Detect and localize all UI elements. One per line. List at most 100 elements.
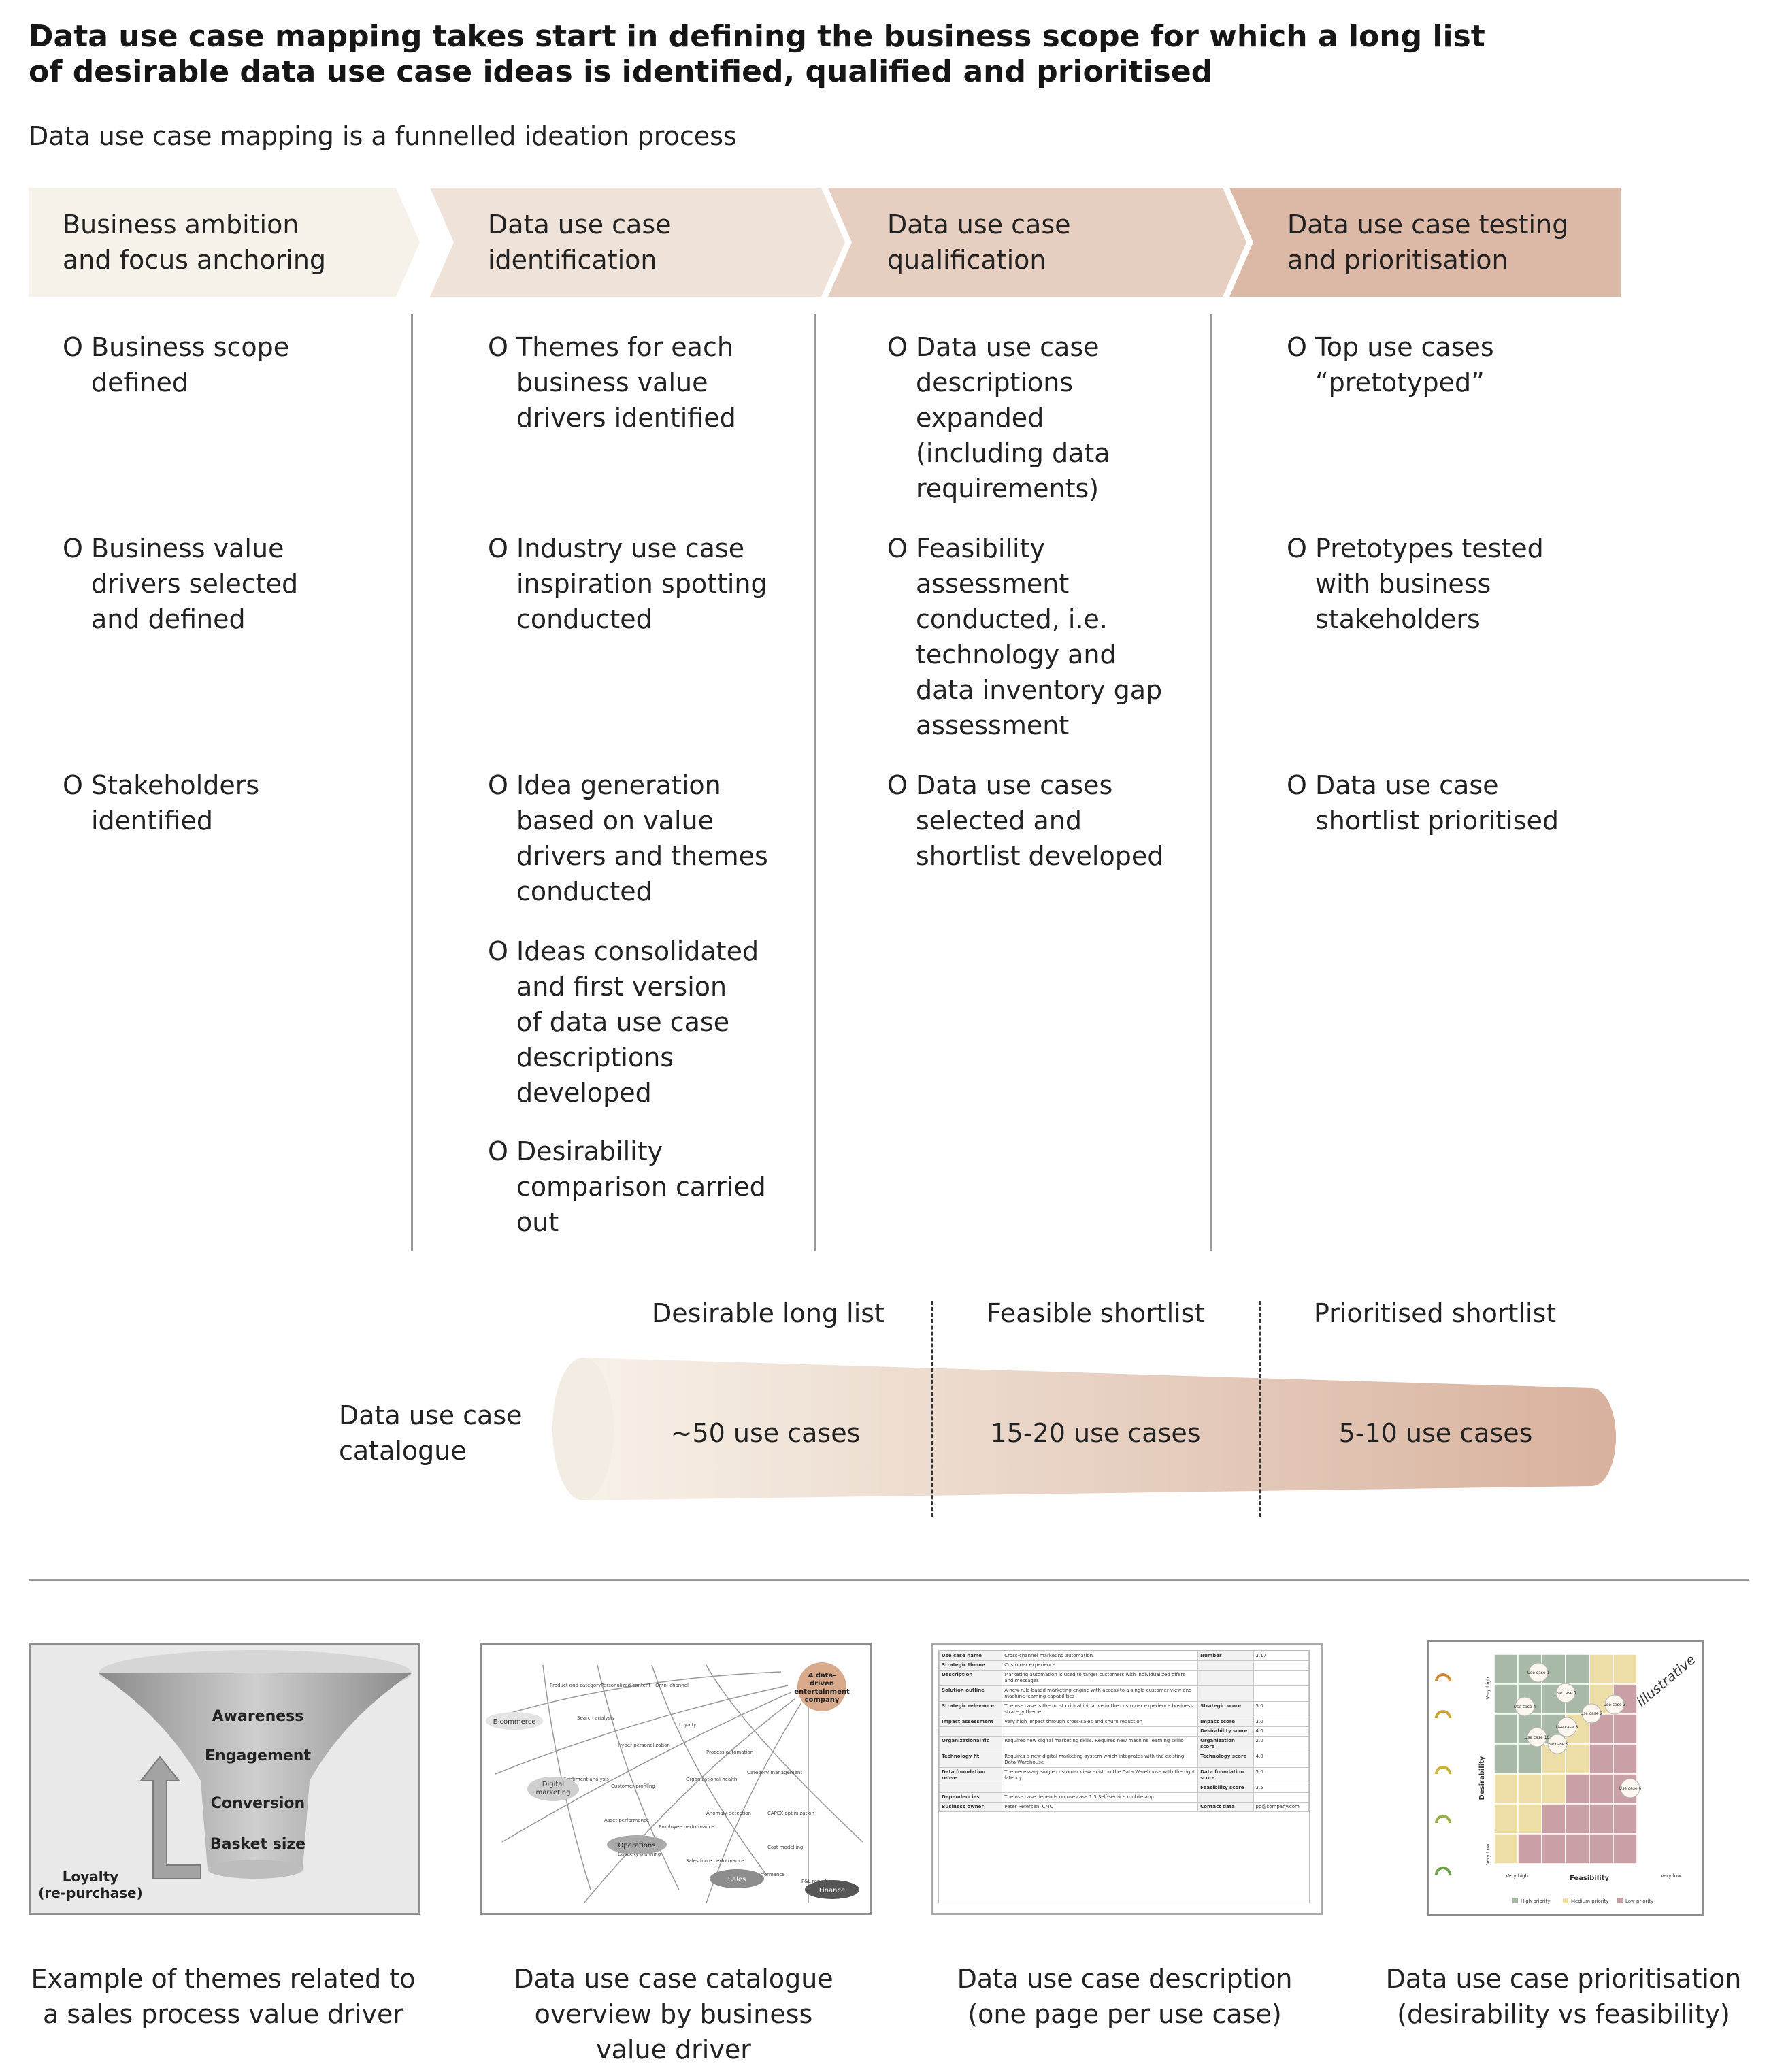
legend-high: High priority [1521,1898,1551,1904]
matrix-cell [1589,1833,1614,1864]
description-cell: Requires a new digital marketing system … [1002,1752,1199,1768]
bullet-text: Pretotypes tested with business stakehol… [1315,533,1544,634]
use-case-bubble-label: Use case 8 [1556,1725,1578,1730]
y-low-label: Very Low [1485,1843,1491,1865]
use-case-bubble-label: Use case 9 [1547,1742,1569,1747]
bullet-text: Data use cases selected and shortlist de… [916,770,1164,871]
use-case-bubble [1557,1717,1577,1737]
matrix-cell [1613,1654,1638,1685]
bullet-text: Industry use case inspiration spotting c… [516,533,767,634]
use-case-bubble [1547,1734,1568,1754]
bullet-text: Themes for each business value drivers i… [516,332,736,433]
matrix-cell [1589,1654,1614,1685]
svg-text:Store performance: Store performance [740,1872,785,1877]
stage-4-bullet: O Data use case shortlist prioritised [1287,768,1559,838]
bullet-mark: O [887,770,908,800]
description-cell: Strategic relevance [938,1701,1003,1717]
loyalty-label: Loyalty(re-purchase) [38,1869,143,1901]
matrix-cell [1493,1743,1519,1775]
stage-3-bullet: O Data use cases selected and shortlist … [887,768,1163,874]
caption-prioritisation: Data use case prioritisation (desirabili… [1385,1964,1742,2029]
description-cell: 2.0 [1253,1736,1310,1752]
matrix-cell [1565,1654,1590,1685]
bullet-mark: O [887,533,908,563]
use-case-bubble [1515,1696,1535,1717]
description-cell: Impact score [1197,1717,1254,1727]
description-cell: Impact assessment [938,1717,1003,1727]
use-case-bubble-label: Use case 10 [1525,1735,1550,1740]
funnel-divider [931,1301,933,1517]
description-cell: Strategic score [1197,1701,1254,1717]
description-cell: Business owner [938,1802,1003,1812]
use-case-bubble [1528,1662,1549,1683]
description-cell [1253,1685,1310,1702]
sales-funnel-thumbnail: Awareness Engagement Conversion Basket s… [29,1643,420,1915]
bullet-text: Ideas consolidated and first version of … [516,936,759,1108]
description-cell [1002,1783,1199,1793]
funnel-mouth [552,1358,614,1500]
title-line-2: of desirable data use case ideas is iden… [29,54,1213,89]
stage-4-bullet: O Top use cases “pretotyped” [1287,329,1494,400]
funnel-count-long-list: ~50 use cases [670,1418,861,1448]
matrix-cell [1565,1743,1590,1775]
use-case-bubble-label: Use case 3 [1604,1703,1626,1707]
stage-2-bullet: O Idea generation based on value drivers… [488,768,768,909]
bullet-text: Idea generation based on value drivers a… [516,770,768,906]
description-cell: Number [1197,1651,1254,1661]
description-cell: Technology fit [938,1752,1003,1768]
svg-text:Loyalty: Loyalty [679,1722,696,1728]
x-high-label: Very low [1661,1873,1681,1879]
use-case-bubble [1527,1727,1547,1747]
description-cell: The use case depends on use case 1.3 Sel… [1002,1792,1199,1803]
chevron-shapes [29,188,1621,297]
column-divider [411,314,413,1251]
svg-text:Asset performance: Asset performance [604,1818,649,1823]
chevron-stage-3 [828,188,1246,297]
page-title: Data use case mapping takes start in def… [29,19,1730,90]
description-cell: Organization score [1197,1736,1254,1752]
bullet-mark: O [488,936,508,966]
stage-1-bullet: O Stakeholders identified [63,768,259,838]
description-cell: 3.0 [1253,1717,1310,1727]
stage-1-bullet: O Business scope defined [63,329,289,400]
stage-1-label: Business ambition and focus anchoring [63,210,327,275]
description-cell: Data foundation score [1197,1767,1254,1783]
funnel-count-feasible: 15-20 use cases [990,1418,1201,1448]
funnel-layer-1: Awareness [212,1708,304,1725]
description-cell: Description [938,1670,1003,1686]
legend-medium: Medium priority [1571,1898,1608,1904]
description-cell: Very high impact through cross-sales and… [1002,1717,1199,1727]
description-cell: The use case is the most critical initia… [1002,1701,1199,1717]
stage-1-bullet: O Business value drivers selected and de… [63,531,298,637]
svg-text:P&L reporting: P&L reporting [801,1879,834,1884]
description-cell: Desirability score [1197,1726,1254,1737]
bullet-mark: O [488,1136,508,1166]
bullet-mark: O [887,332,908,362]
chevron-stage-4 [1229,188,1621,297]
stage-4-label: Data use case testing and prioritisation [1287,210,1569,275]
description-cell: Marketing automation is used to target c… [1002,1670,1199,1686]
description-cell [1253,1670,1310,1686]
gauge-icons [1435,1673,1451,1875]
driver-ecommerce: E-commerce [493,1718,536,1726]
illustrative-stamp: illustrative [1633,1651,1698,1709]
matrix-cell [1493,1654,1519,1685]
matrix-cell [1613,1833,1638,1864]
stage-2-label: Data use case identification [488,210,672,275]
bullet-mark: O [63,770,83,800]
bullet-text: Feasibility assessment conducted, i.e. t… [916,533,1163,740]
funnel-divider [1259,1301,1261,1517]
description-cell: Contact data [1197,1802,1254,1812]
matrix-cell [1517,1833,1542,1864]
matrix-cell [1565,1773,1590,1805]
